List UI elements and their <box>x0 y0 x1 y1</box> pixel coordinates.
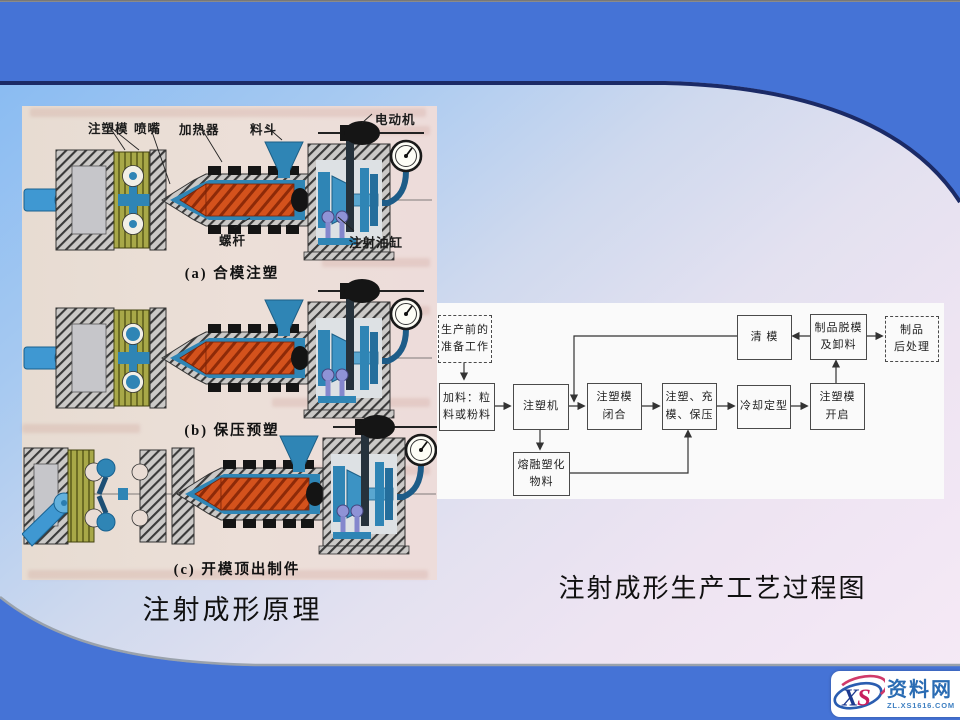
flow-box-demold: 制品脱模 及卸料 <box>810 314 867 360</box>
machine-b-packing <box>23 279 432 418</box>
bleed-through-text <box>322 258 430 267</box>
svg-text:X: X <box>841 684 859 711</box>
label-injection-cylinder: 注射油缸 <box>349 236 404 250</box>
left-figure-title: 注射成形原理 <box>142 595 323 625</box>
label-heater: 加热器 <box>179 123 220 137</box>
caption-a: (a) 合模注塑 <box>184 266 280 282</box>
watermark: X S 资料网 ZL.XS1616.COM <box>831 671 960 717</box>
bleed-through-text <box>352 126 430 135</box>
flow-box-cool: 冷却定型 <box>737 385 791 429</box>
watermark-url: ZL.XS1616.COM <box>887 701 955 711</box>
flow-box-post: 制品 后处理 <box>885 316 939 362</box>
machine-diagrams <box>22 113 437 580</box>
watermark-text: 资料网 ZL.XS1616.COM <box>887 680 955 710</box>
bleed-through-text <box>28 570 428 579</box>
xs-logo-icon: X S <box>833 674 885 711</box>
caption-c: (c) 开模顶出制件 <box>173 562 301 578</box>
flow-box-feed: 加料：粒 料或粉料 <box>439 383 495 431</box>
machine-c-mold-open <box>22 415 437 554</box>
machine-a-mold-closed <box>23 113 432 260</box>
flow-box-machine: 注塑机 <box>513 384 569 430</box>
flow-box-close: 注塑模 闭合 <box>587 383 642 430</box>
watermark-site-name: 资料网 <box>887 679 953 702</box>
label-nozzle: 喷嘴 <box>134 122 162 136</box>
flow-box-inject: 注塑、充 模、保压 <box>662 383 717 430</box>
flowchart-title: 注射成形生产工艺过程图 <box>558 574 867 603</box>
flow-box-clean: 清 模 <box>737 315 792 360</box>
label-hopper: 料斗 <box>250 123 278 137</box>
label-injection-mold: 注塑模 <box>88 122 129 136</box>
svg-text:S: S <box>857 684 871 711</box>
caption-b: (b) 保压预塑 <box>184 423 280 439</box>
bleed-through-text <box>30 108 426 117</box>
flow-box-melt: 熔融塑化 物料 <box>513 452 570 496</box>
label-motor: 电动机 <box>375 113 416 127</box>
flow-box-open: 注塑模 开启 <box>810 383 865 430</box>
window-top-edge <box>0 0 960 4</box>
bleed-through-text <box>22 424 140 433</box>
injection-molding-figure: 注塑模 喷嘴 加热器 料斗 电动机 螺杆 注射油缸 (a) 合模注塑 (b) 保… <box>22 106 437 580</box>
callout-lines <box>108 113 373 232</box>
flowchart-arrows <box>459 331 884 474</box>
flow-box-prep: 生产前的 准备工作 <box>438 315 492 363</box>
process-flowchart: 生产前的 准备工作 加料：粒 料或粉料 注塑机 注塑模 闭合 注塑、充 模、保压… <box>437 303 944 499</box>
label-screw: 螺杆 <box>219 234 247 248</box>
